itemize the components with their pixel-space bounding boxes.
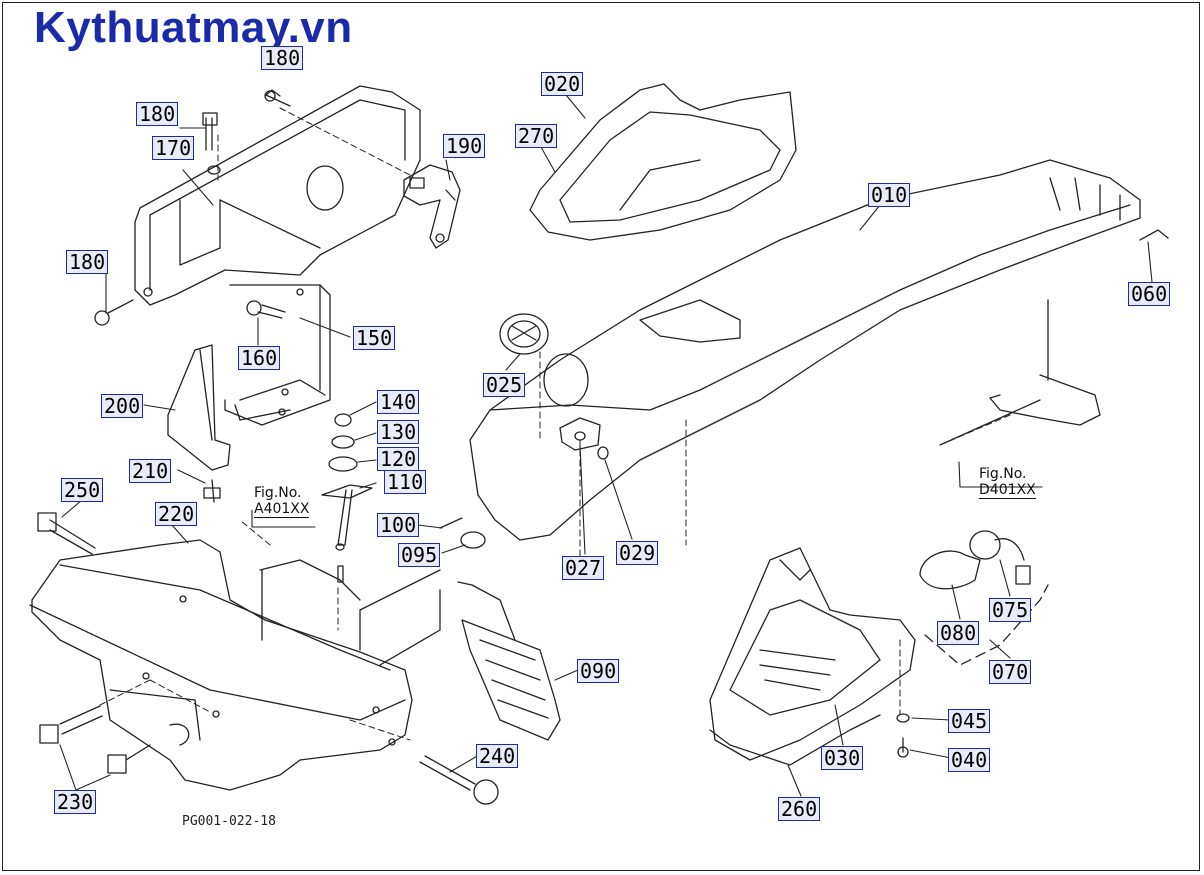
part-callout-029[interactable]: 029 (616, 541, 659, 565)
part-callout-230[interactable]: 230 (54, 790, 97, 814)
part-callout-180[interactable]: 180 (66, 250, 109, 274)
part-callout-120[interactable]: 120 (377, 447, 420, 471)
part-callout-080[interactable]: 080 (937, 621, 980, 645)
part-callout-150[interactable]: 150 (353, 326, 396, 350)
belt-cover-part (134, 85, 421, 306)
part-callout-095[interactable]: 095 (398, 543, 441, 567)
part-callout-260[interactable]: 260 (778, 797, 821, 821)
bolts-part (37, 89, 499, 805)
part-callout-140[interactable]: 140 (377, 390, 420, 414)
figure-reference-number: D401XX (979, 482, 1036, 499)
part-callout-020[interactable]: 020 (541, 72, 584, 96)
part-callout-160[interactable]: 160 (238, 346, 281, 370)
part-callout-040[interactable]: 040 (948, 748, 991, 772)
part-callout-100[interactable]: 100 (377, 513, 420, 537)
part-callout-025[interactable]: 025 (483, 373, 526, 397)
site-watermark-title: Kythuatmay.vn (34, 3, 353, 52)
emblem-part (499, 313, 549, 355)
main-hood-part (469, 159, 1141, 541)
part-callout-110[interactable]: 110 (384, 470, 427, 494)
part-callout-270[interactable]: 270 (515, 124, 558, 148)
front-body-part (29, 539, 441, 791)
figure-reference-number: A401XX (254, 501, 310, 518)
part-callout-027[interactable]: 027 (562, 556, 605, 580)
page-code: PG001-022-18 (182, 814, 276, 829)
part-callout-180[interactable]: 180 (261, 46, 304, 70)
part-callout-220[interactable]: 220 (155, 502, 198, 526)
part-callout-170[interactable]: 170 (152, 136, 195, 160)
seat-cushion-part (529, 83, 797, 241)
part-callout-060[interactable]: 060 (1128, 282, 1171, 306)
figure-reference-label: Fig.No. (254, 485, 302, 501)
part-callout-045[interactable]: 045 (948, 709, 991, 733)
figure-reference-d401[interactable]: Fig.No. D401XX (979, 466, 1036, 499)
part-callout-190[interactable]: 190 (443, 134, 486, 158)
part-callout-210[interactable]: 210 (129, 459, 172, 483)
part-callout-090[interactable]: 090 (577, 659, 620, 683)
figure-reference-label: Fig.No. (979, 466, 1027, 482)
part-callout-010[interactable]: 010 (868, 183, 911, 207)
part-callout-070[interactable]: 070 (989, 660, 1032, 684)
mounting-bracket-part (167, 284, 331, 471)
washer-stack-part (321, 413, 486, 583)
part-callout-030[interactable]: 030 (821, 746, 864, 770)
rear-cover-part (709, 547, 916, 766)
leader-lines (59, 94, 1153, 797)
fasteners-part (896, 229, 1169, 758)
part-callout-180[interactable]: 180 (136, 102, 179, 126)
step-plate-part (457, 581, 561, 741)
part-callout-075[interactable]: 075 (989, 598, 1032, 622)
part-callout-250[interactable]: 250 (61, 478, 104, 502)
part-callout-200[interactable]: 200 (101, 394, 144, 418)
bracket-part (403, 164, 461, 249)
part-callout-130[interactable]: 130 (377, 420, 420, 444)
figure-reference-a401[interactable]: Fig.No. A401XX (254, 485, 310, 518)
part-callout-240[interactable]: 240 (476, 744, 519, 768)
lamp-part (919, 530, 1049, 666)
